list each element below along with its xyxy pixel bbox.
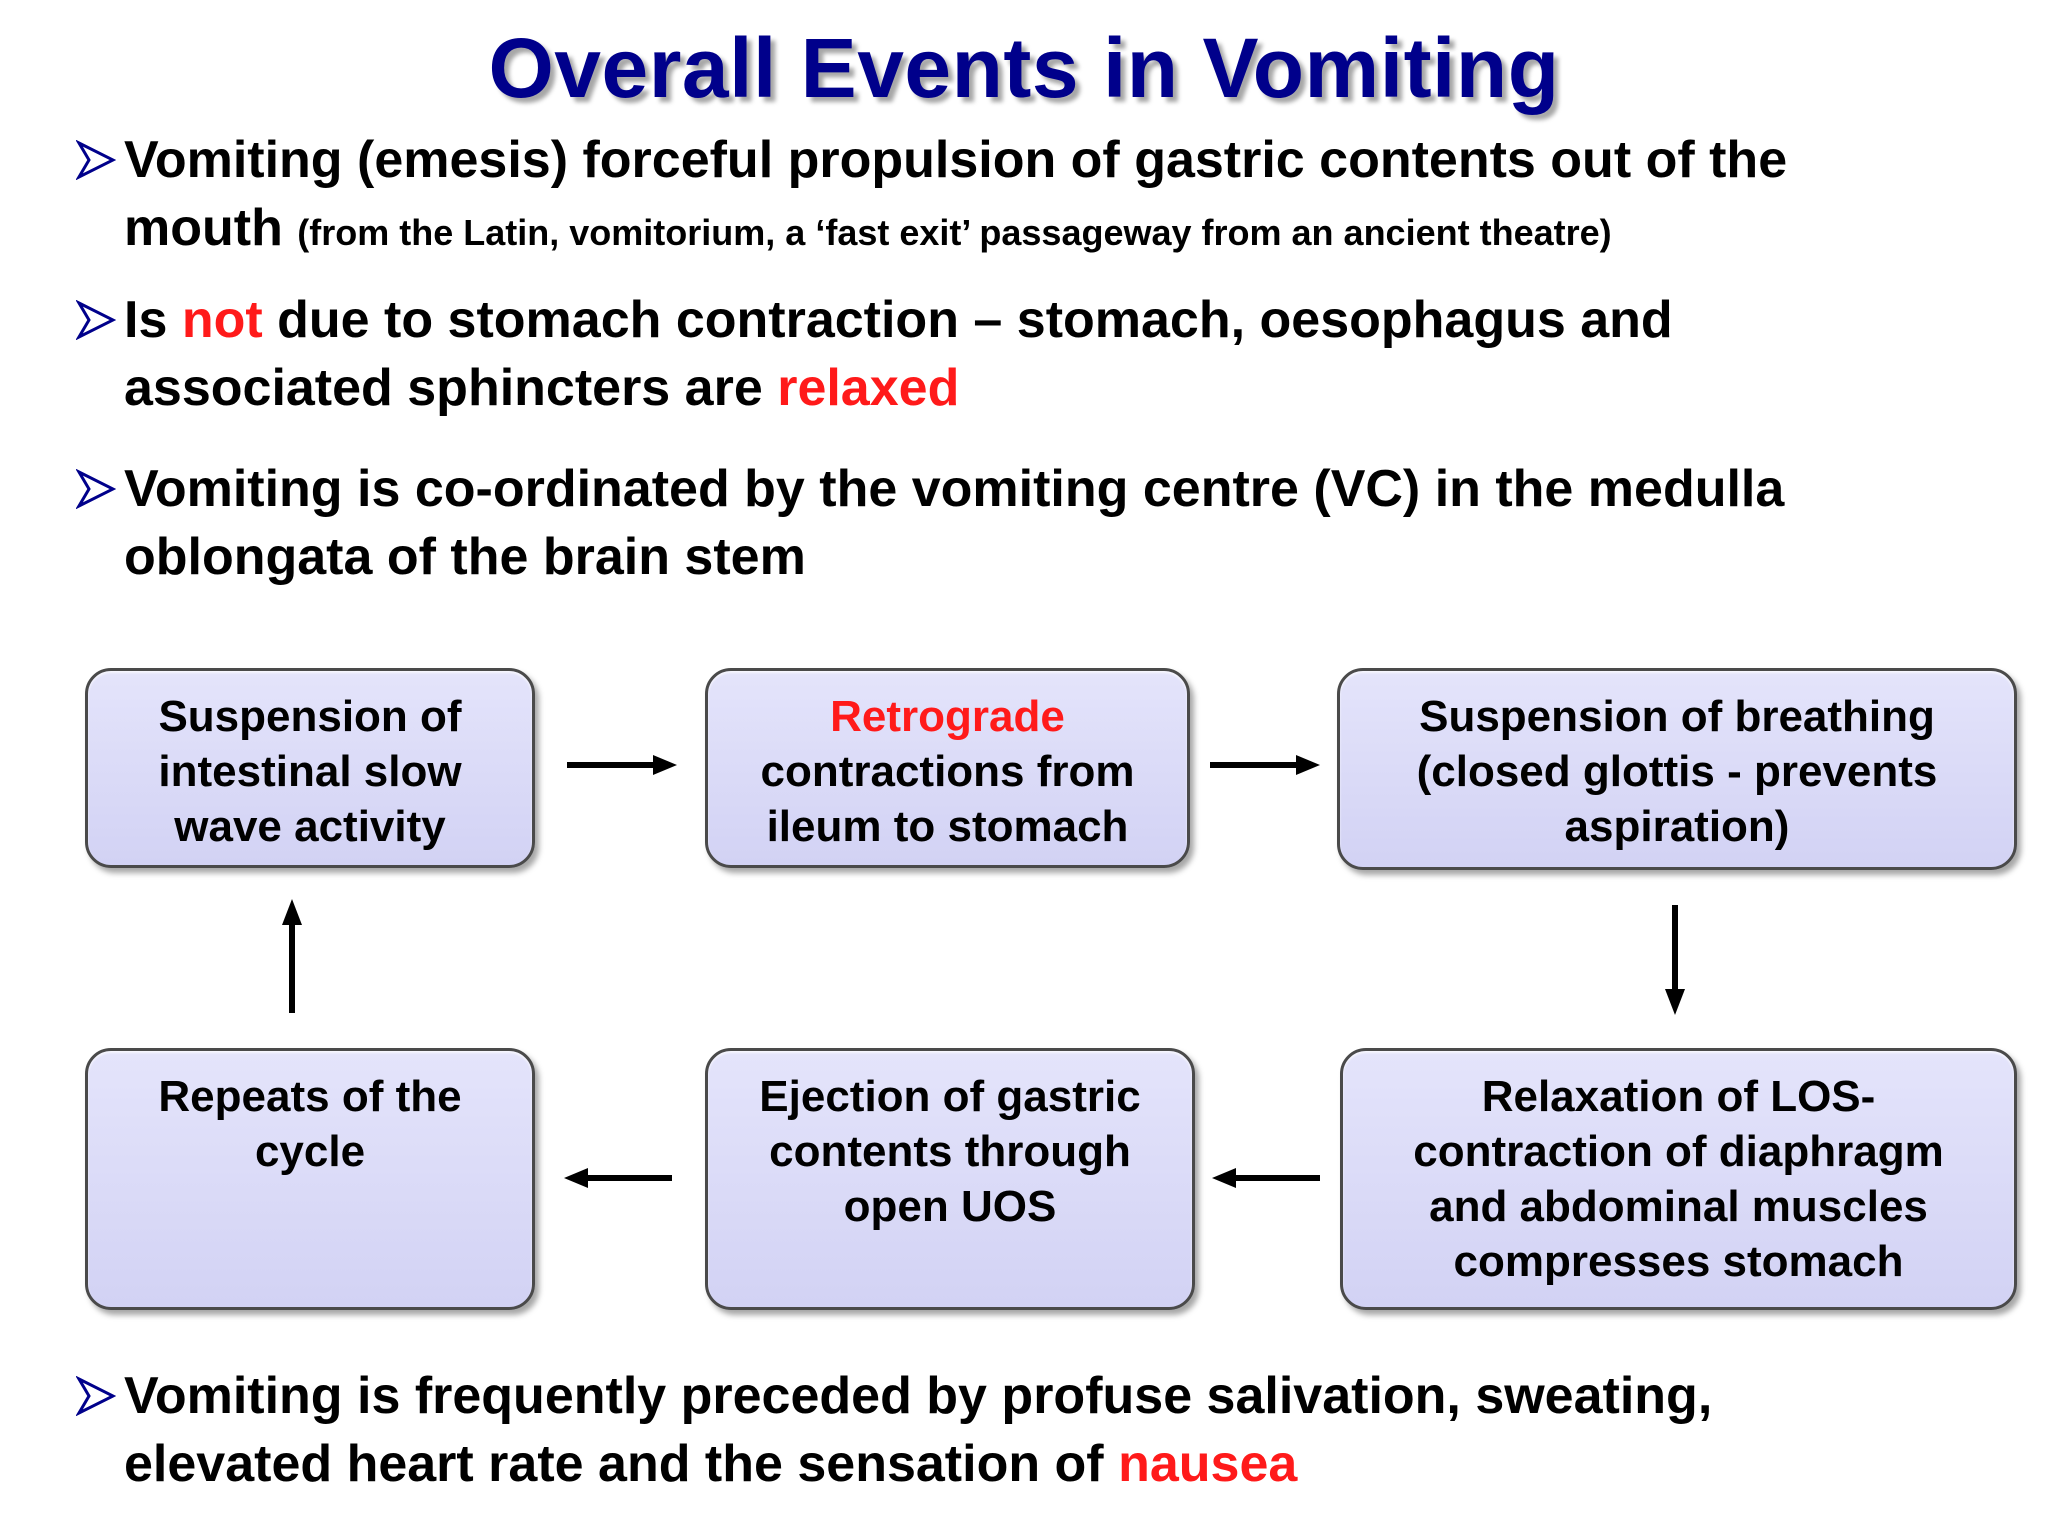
arrowhead-bullet-icon (76, 140, 116, 180)
box-text-line: Ejection of gastric (759, 1072, 1141, 1121)
box-text-line: contraction of diaphragm (1413, 1127, 1944, 1176)
bullet-item-preceding-symptoms: Vomiting is frequently preceded by profu… (76, 1362, 2048, 1498)
box-text-line: aspiration) (1564, 802, 1790, 851)
box-text-line: Repeats of the (158, 1072, 462, 1121)
bullet-text-segment: elevated heart rate and the sensation of (124, 1435, 1119, 1493)
arrowhead-bullet-icon (76, 469, 116, 509)
box-text-line: contractions from (760, 747, 1135, 796)
flow-box-relaxation-los: Relaxation of LOS- contraction of diaphr… (1340, 1048, 2017, 1310)
bullet-item-emesis-definition: Vomiting (emesis) forceful propulsion of… (76, 126, 2048, 267)
bullet-text-line: Vomiting is frequently preceded by profu… (124, 1367, 1713, 1425)
bullet-text-line: Vomiting is co-ordinated by the vomiting… (124, 460, 1785, 518)
highlight-text: nausea (1118, 1435, 1298, 1493)
bullet-item-vomiting-centre: Vomiting is co-ordinated by the vomiting… (76, 455, 2048, 591)
box-text-line: compresses stomach (1453, 1237, 1904, 1286)
box-text-line: open UOS (843, 1182, 1057, 1231)
box-highlight-text: Retrograde (830, 692, 1065, 741)
box-text-line: intestinal slow (158, 747, 462, 796)
bullet-text-note: (from the Latin, vomitorium, a ‘fast exi… (297, 212, 1612, 253)
bullet-text-segment: associated sphincters are (124, 359, 778, 417)
arrow-right-icon (1210, 755, 1320, 775)
arrow-up-icon (282, 899, 302, 1013)
bullet-text-line: associated sphincters are relaxed (124, 354, 2048, 422)
bullet-text-line: Vomiting (emesis) forceful propulsion of… (124, 131, 1788, 189)
box-text-line: wave activity (174, 802, 446, 851)
arrow-left-icon (1212, 1168, 1320, 1188)
box-text-line: ileum to stomach (766, 802, 1129, 851)
bullet-text-line: mouth (from the Latin, vomitorium, a ‘fa… (124, 194, 2048, 267)
arrowhead-bullet-icon (76, 300, 116, 340)
bullet-text-line: Is not due to stomach contraction – stom… (124, 286, 2048, 354)
bullet-text-segment: due to stomach contraction – stomach, oe… (262, 291, 1673, 349)
bullet-text-main: mouth (124, 199, 283, 257)
box-text-line: and abdominal muscles (1429, 1182, 1928, 1231)
arrowhead-bullet-icon (76, 1376, 116, 1416)
box-text-line: Relaxation of LOS- (1481, 1072, 1876, 1121)
box-text-line: (closed glottis - prevents (1416, 747, 1938, 796)
box-text-line: cycle (254, 1127, 366, 1176)
highlight-text: not (181, 291, 263, 349)
box-text-line: contents through (769, 1127, 1131, 1176)
flow-box-suspension-slow-wave: Suspension of intestinal slow wave activ… (85, 668, 535, 868)
highlight-text: relaxed (777, 359, 960, 417)
bullet-text-line: oblongata of the brain stem (124, 528, 806, 586)
flow-box-ejection-gastric-contents: Ejection of gastric contents through ope… (705, 1048, 1195, 1310)
bullet-text-line: elevated heart rate and the sensation of… (124, 1430, 2048, 1498)
flow-box-suspension-breathing: Suspension of breathing (closed glottis … (1337, 668, 2017, 870)
arrow-left-icon (564, 1168, 672, 1188)
flow-box-repeats-cycle: Repeats of the cycle (85, 1048, 535, 1310)
box-text-line: Suspension of (158, 692, 462, 741)
page-title: Overall Events in Vomiting (488, 21, 1560, 115)
arrow-right-icon (567, 755, 677, 775)
bullet-text-segment: Is (124, 291, 182, 349)
arrow-down-icon (1665, 905, 1685, 1015)
flow-box-retrograde-contractions: Retrograde contractions from ileum to st… (705, 668, 1190, 868)
box-text-line: Suspension of breathing (1419, 692, 1935, 741)
bullet-item-not-stomach-contraction: Is not due to stomach contraction – stom… (76, 286, 2048, 422)
